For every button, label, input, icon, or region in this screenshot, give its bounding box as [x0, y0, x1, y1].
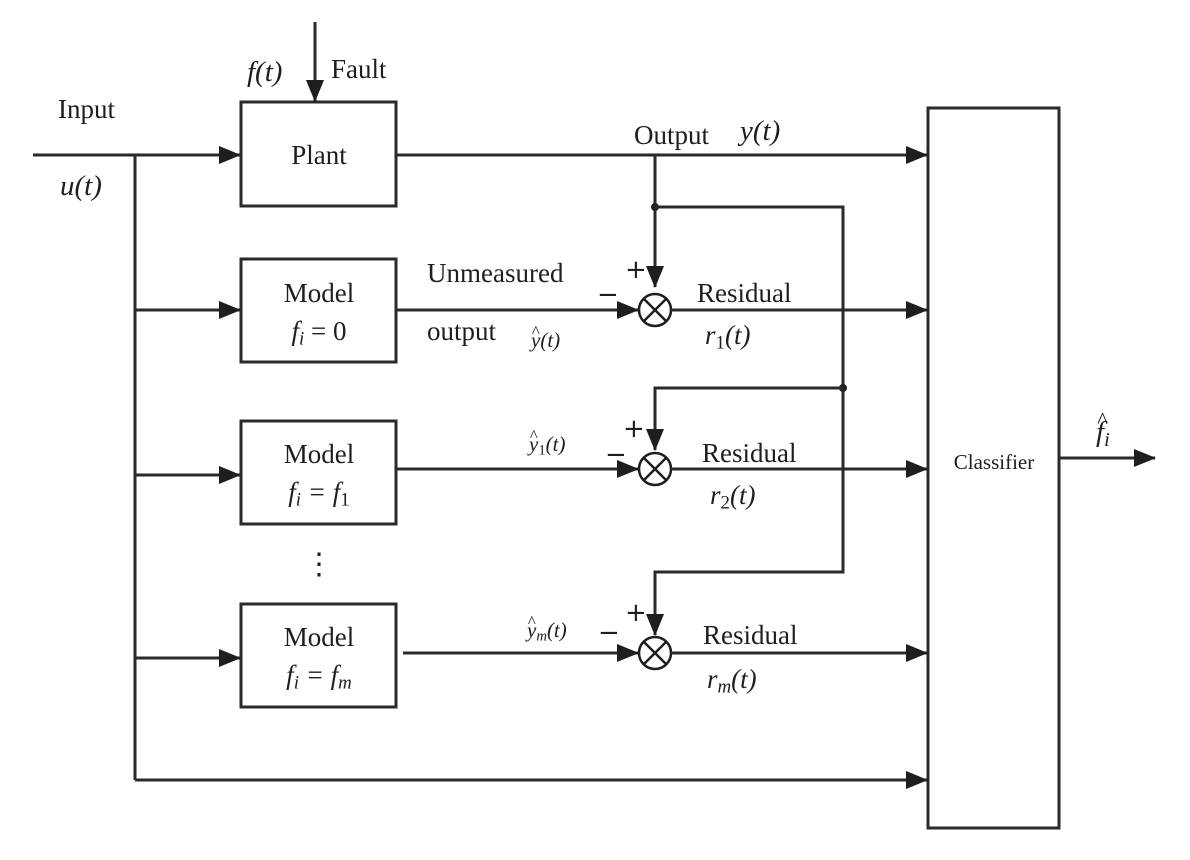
- model-m-condition-rhs: = f: [305, 660, 339, 690]
- plant-block: [239, 100, 398, 208]
- residual-2-base: r: [710, 480, 721, 510]
- minus-sign-2: −: [605, 440, 627, 470]
- model-0-condition: fi = 0: [292, 318, 347, 350]
- model-1-condition-rhs-sub: 1: [340, 489, 350, 511]
- plus-sign-m: +: [625, 598, 647, 628]
- fault-signal-label: f(t): [247, 56, 283, 88]
- minus-sign-1: −: [597, 280, 619, 310]
- fault-label: Fault: [331, 54, 387, 84]
- summing-junction-1: [637, 292, 673, 328]
- residual-m-arg: (t): [731, 664, 757, 694]
- estimate-0-arg: (t): [540, 328, 561, 352]
- estimate-m-arg: (t): [546, 618, 567, 642]
- plus-sign-1: +: [625, 255, 647, 285]
- model-0-label: Model: [283, 278, 355, 308]
- output-label: Output: [634, 120, 710, 150]
- model-0-condition-rhs: = 0: [311, 316, 347, 346]
- model-1-condition-rhs: = f: [307, 477, 341, 507]
- residual-2-label: Residual: [702, 438, 797, 468]
- estimate-1-base: y: [529, 428, 538, 455]
- residual-1-label: Residual: [697, 278, 792, 308]
- estimate-0-label: y(t): [531, 324, 561, 352]
- plant-label: Plant: [291, 140, 347, 170]
- unmeasured-output-line1: Unmeasured: [427, 258, 564, 288]
- model-1-condition: fi = f1: [288, 479, 349, 511]
- model-m-condition-lhs-sub: i: [293, 672, 299, 694]
- residual-m-label: Residual: [703, 620, 798, 650]
- plus-sign-2: +: [623, 414, 645, 444]
- residual-2-sub: 2: [720, 492, 730, 514]
- estimate-1-sub: 1: [538, 442, 546, 459]
- model-m-condition-lhs: f: [286, 660, 294, 690]
- classifier-output-base: f: [1096, 410, 1108, 447]
- model-1-label: Model: [283, 439, 355, 469]
- estimate-1-arg: (t): [545, 432, 566, 456]
- summing-junction-m: [637, 635, 673, 671]
- model-m-condition: fi = fm: [286, 662, 352, 694]
- minus-sign-m: −: [598, 618, 620, 648]
- classifier-output-label: fi: [1096, 410, 1110, 452]
- residual-1-sub: 1: [715, 332, 725, 354]
- model-block-0: [239, 257, 398, 364]
- output-to-junction-2-line: [653, 386, 843, 430]
- estimate-m-label: ym(t): [527, 614, 567, 645]
- residual-m-base: r: [707, 664, 718, 694]
- output-signal-label: y(t): [740, 115, 781, 147]
- residual-m-sub: m: [717, 676, 732, 698]
- residual-2-arg: (t): [729, 480, 756, 510]
- classifier-block: [926, 106, 1061, 830]
- unmeasured-output-line2: output: [427, 316, 497, 346]
- summing-junction-2: [637, 451, 673, 487]
- estimate-m-base: y: [527, 614, 536, 641]
- model-block-m: [239, 602, 398, 709]
- residual-1-arg: (t): [724, 320, 751, 350]
- residual-2-signal: r2(t): [710, 482, 755, 514]
- residual-m-signal: rm(t): [707, 666, 757, 698]
- model-block-1: [239, 419, 398, 526]
- model-1-condition-lhs-sub: i: [295, 489, 302, 511]
- estimate-m-sub: m: [536, 628, 547, 645]
- model-m-label: Model: [283, 622, 355, 652]
- model-0-condition-lhs: f: [291, 316, 300, 346]
- classifier-output-sub: i: [1104, 429, 1110, 452]
- model-m-condition-rhs-sub: m: [338, 672, 352, 694]
- estimate-0-base: y: [531, 324, 540, 351]
- model-1-condition-lhs: f: [288, 477, 296, 507]
- input-signal-label: u(t): [60, 170, 102, 202]
- residual-1-signal: r1(t): [705, 322, 750, 354]
- models-ellipsis: ⋮: [304, 548, 334, 581]
- output-feedback-bus: [653, 205, 845, 615]
- input-label: Input: [58, 94, 115, 124]
- model-0-condition-lhs-sub: i: [299, 328, 305, 350]
- classifier-label: Classifier: [953, 450, 1035, 474]
- estimate-1-label: y1(t): [529, 428, 566, 459]
- residual-1-base: r: [705, 320, 716, 350]
